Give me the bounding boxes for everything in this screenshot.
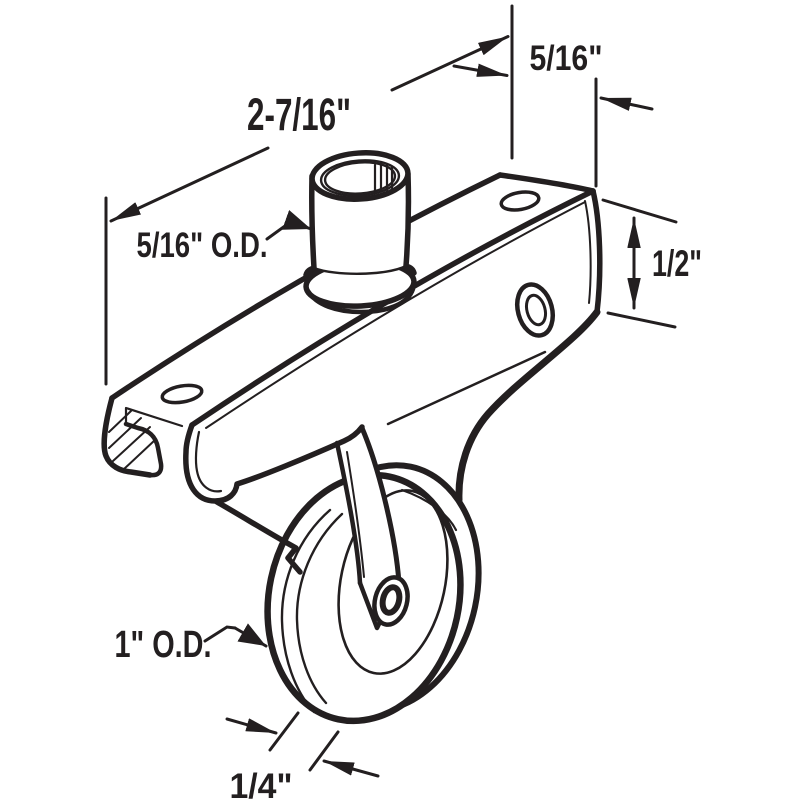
wheel-chamfer-line [400, 488, 458, 532]
dimension-label-wheel-thickness: 1/4" [230, 767, 293, 800]
leader-line [265, 221, 299, 241]
hub-rivet [372, 575, 410, 627]
leader-arrow [282, 210, 313, 231]
tick-line [308, 730, 340, 772]
bushing-base-line [312, 264, 408, 275]
wheel-groove-line [295, 512, 344, 705]
extension-line [601, 198, 678, 224]
bracket-back-edge [109, 172, 503, 401]
dim-line [109, 146, 270, 223]
tick-line [268, 711, 300, 752]
bushing-left-wall [303, 173, 317, 278]
bushing-flange-band [305, 286, 416, 315]
leader-line [203, 625, 237, 643]
support-arm [214, 308, 601, 631]
bracket-right-edge [590, 188, 603, 315]
wheel-groove-line [280, 508, 332, 714]
bushing-bore-hatching [373, 162, 394, 193]
dim-line [452, 63, 509, 77]
dimension-bushing-od: 5/16" O.D. [137, 210, 313, 265]
channel-front-wall-curl [183, 422, 365, 504]
dim-line [599, 96, 654, 111]
dim-line [390, 35, 510, 92]
dimension-label-bushing-od: 5/16" O.D. [137, 226, 268, 265]
screw-hole-left [160, 383, 204, 405]
dimension-label-bracket-length: 2-7/16" [247, 89, 351, 140]
arm-strap [337, 428, 399, 628]
channel-front-wall-inner [194, 430, 223, 493]
extension-line [606, 311, 677, 329]
dimension-bracket-height: 1/2" [601, 198, 702, 329]
hub-inner-ring [379, 584, 403, 616]
extension-lines [104, 4, 598, 386]
arm-outer-curve [455, 308, 601, 504]
bushing-rim-inner1 [319, 159, 401, 197]
channel-cavity-top [124, 406, 184, 428]
side-grommet [515, 282, 555, 338]
screw-hole-right [499, 190, 541, 212]
bracket-right-end-top-edge [497, 172, 596, 194]
dimension-label-end-offset: 5/16" [530, 39, 603, 78]
section-hatching [108, 410, 156, 470]
channel-end-outer-edge [101, 395, 153, 478]
arm-strap-accent [346, 451, 365, 578]
dimension-bracket-length: 2-7/16" [109, 35, 510, 223]
channel-end-lip [123, 421, 164, 478]
dim-line [322, 759, 380, 778]
arm-left-lower-curve [214, 499, 303, 575]
dimension-wheel-thickness: 1/4" [225, 711, 380, 800]
arm-strap-right-edge [359, 425, 402, 586]
dimension-label-wheel-od: 1" O.D. [115, 624, 212, 666]
dim-line [225, 717, 278, 735]
bracket-right-edge-inner [584, 200, 592, 304]
top-bushing [303, 150, 417, 315]
leader-arrow [233, 623, 268, 648]
dimension-label-bracket-height: 1/2" [652, 243, 702, 284]
dimension-end-offset: 5/16" [452, 39, 654, 111]
bushing-rim-inner2 [323, 161, 397, 195]
arm-fold-line [386, 350, 547, 426]
arm-strap-left-edge [334, 440, 363, 586]
dimension-wheel-od: 1" O.D. [115, 623, 268, 666]
grommet-inner [524, 293, 548, 327]
